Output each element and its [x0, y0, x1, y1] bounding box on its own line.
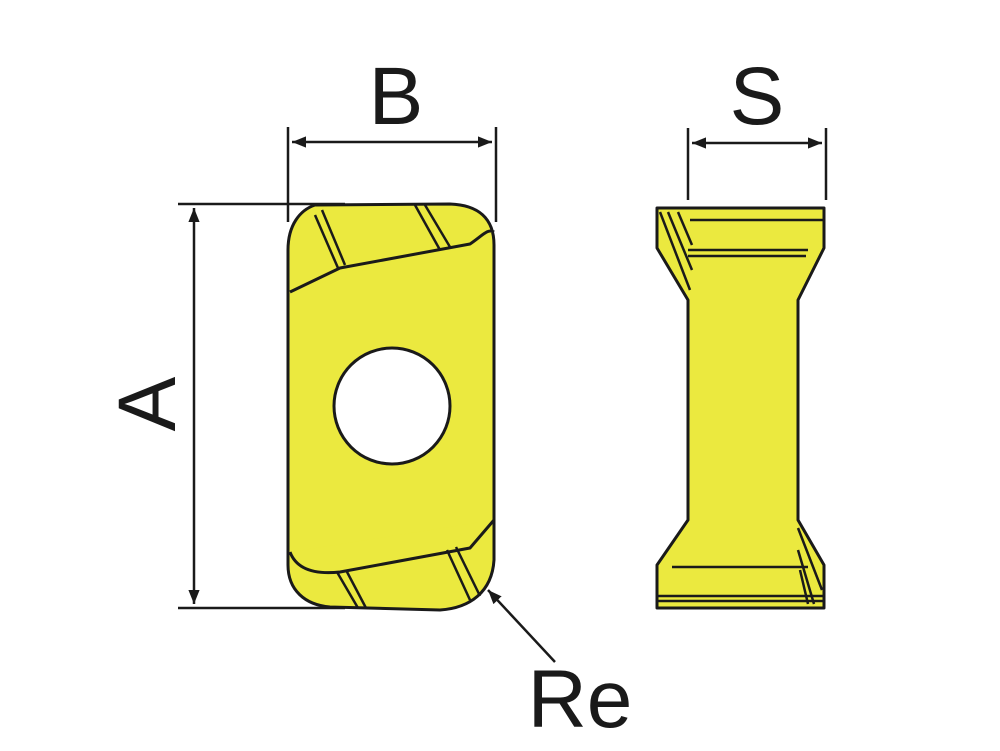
- dimension-s: S: [686, 51, 828, 200]
- dimension-re-label: Re: [528, 654, 633, 745]
- insert-side-bottom-chamfer-2: [796, 549, 816, 605]
- dimension-a-label: A: [102, 376, 193, 431]
- insert-side-top-chamfer-1: [658, 211, 692, 291]
- insert-top-facet-line-2: [320, 209, 347, 266]
- insert-bottom-facet-line-4: [454, 546, 482, 597]
- insert-center-hole: [332, 346, 452, 466]
- insert-top-facet: [289, 229, 495, 294]
- insert-side-top-chamfer-2: [666, 211, 694, 271]
- insert-top-facet-line-1: [313, 214, 340, 269]
- dimension-a: A: [102, 202, 345, 610]
- dimension-re-leader: [487, 589, 556, 663]
- dimension-s-label: S: [730, 51, 785, 142]
- insert-side-bottom-chamfer-3: [798, 569, 810, 605]
- insert-side-view: [655, 206, 826, 610]
- insert-top-facet-line-3: [413, 204, 442, 251]
- dimension-b-label: B: [369, 51, 424, 142]
- insert-side-body: [655, 206, 826, 610]
- dimension-re: Re: [487, 589, 633, 745]
- insert-bottom-facet-line-3: [445, 549, 472, 601]
- insert-side-bottom-chamfer-1: [796, 527, 824, 591]
- insert-bottom-facet: [288, 519, 496, 575]
- insert-bottom-facet-line-1: [335, 571, 360, 609]
- insert-top-facet-line-4: [423, 204, 452, 248]
- insert-side-top-chamfer-3: [676, 211, 694, 246]
- insert-bottom-facet-line-2: [344, 569, 368, 609]
- insert-front-view: [286, 202, 496, 612]
- dimension-b: B: [286, 51, 498, 222]
